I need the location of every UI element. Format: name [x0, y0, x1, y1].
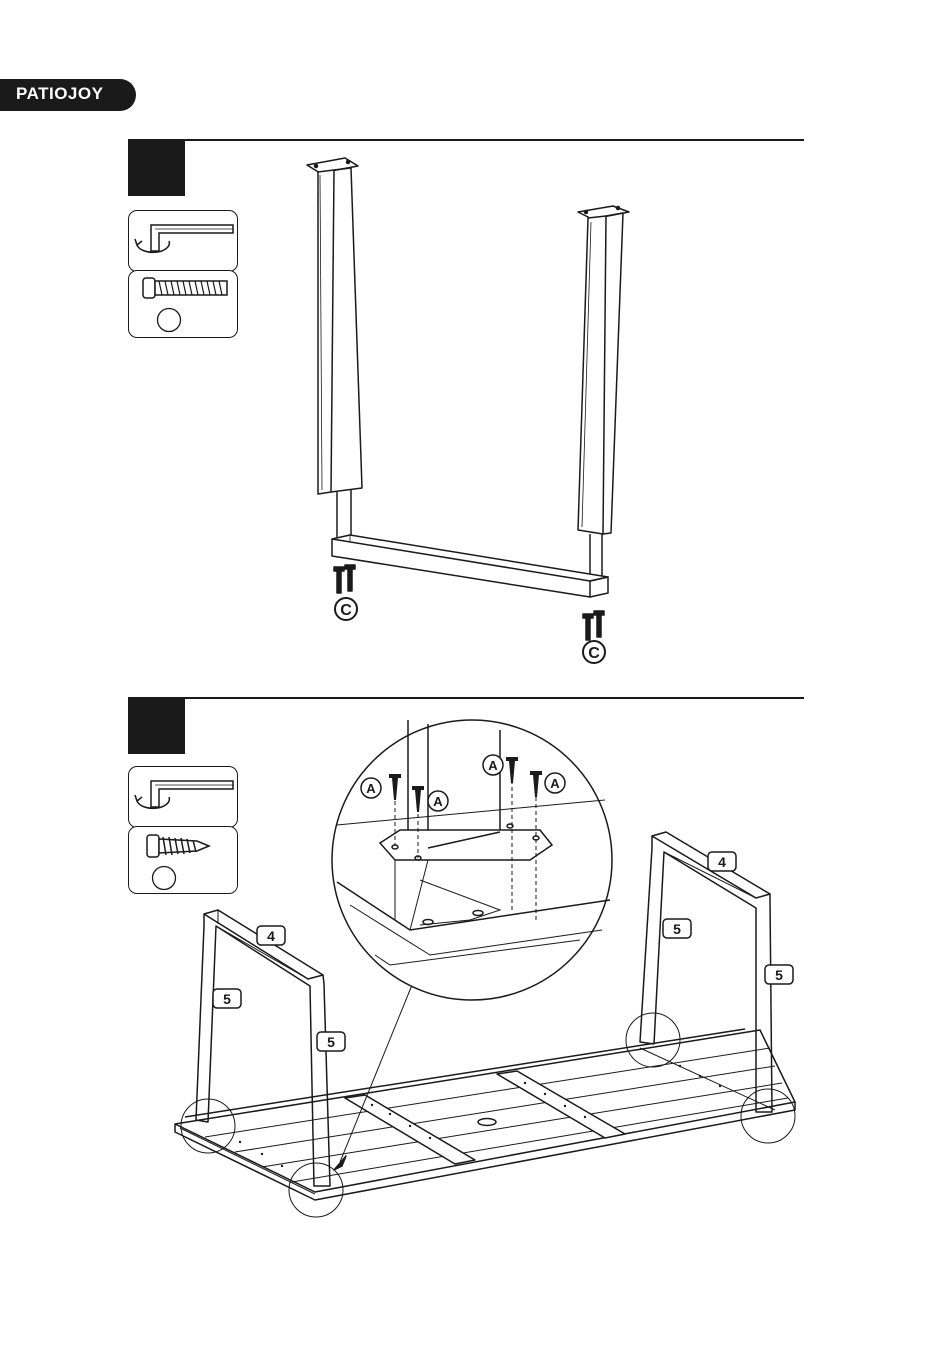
svg-text:5: 5 — [223, 991, 231, 1007]
svg-text:5: 5 — [673, 921, 681, 937]
part-tag-4-left: 4 — [257, 926, 285, 945]
svg-text:4: 4 — [718, 854, 726, 870]
svg-text:A: A — [550, 776, 560, 791]
zoom-detail: A A A A — [332, 720, 612, 1000]
svg-text:A: A — [366, 781, 376, 796]
part-tag-5-left-b: 5 — [317, 1032, 345, 1051]
svg-text:A: A — [433, 794, 443, 809]
table-top — [175, 1029, 795, 1200]
svg-text:5: 5 — [775, 967, 783, 983]
part-tag-5-left-a: 5 — [213, 989, 241, 1008]
part-tag-5-right-b: 5 — [765, 965, 793, 984]
part-tag-4-right: 4 — [708, 852, 736, 871]
part-tag-5-right-a: 5 — [663, 919, 691, 938]
svg-text:4: 4 — [267, 928, 275, 944]
svg-text:5: 5 — [327, 1034, 335, 1050]
svg-text:A: A — [488, 758, 498, 773]
